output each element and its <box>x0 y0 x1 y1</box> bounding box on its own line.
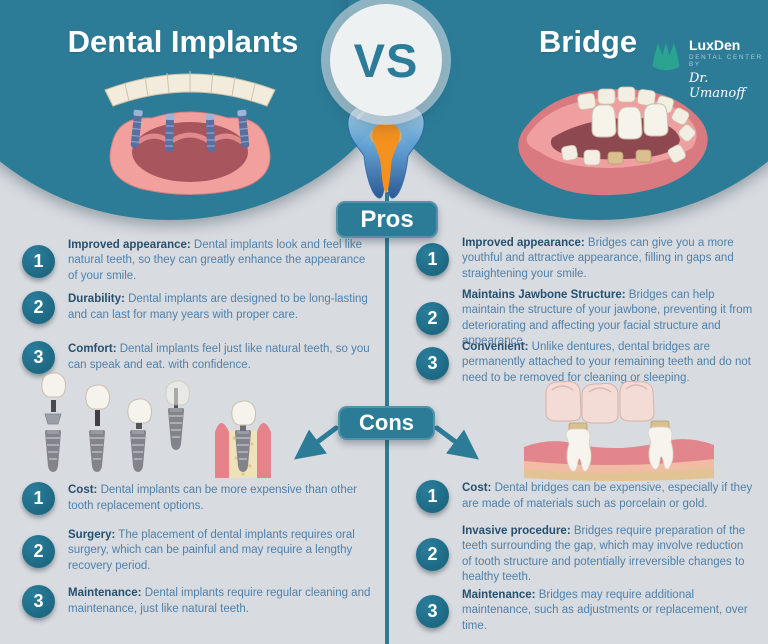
pros-implants-item-1: 1 Improved appearance: Dental implants l… <box>22 238 374 284</box>
cons-badge: Cons <box>338 406 435 440</box>
item-number: 2 <box>22 291 55 324</box>
item-number: 2 <box>416 538 449 572</box>
item-number: 1 <box>416 480 449 513</box>
pros-bridge-item-2: 2 Maintains Jawbone Structure: Bridges c… <box>416 288 754 350</box>
pros-implants-item-3: 3 Comfort: Dental implants feel just lik… <box>22 341 374 374</box>
brand-tagline: DENTAL CENTER BY <box>689 54 763 69</box>
bridge-crowns-illustration <box>516 377 723 481</box>
pros-implants-item-2: 2 Durability: Dental implants are design… <box>22 291 374 324</box>
left-title: Dental Implants <box>67 24 299 59</box>
item-text: Improved appearance: Bridges can give yo… <box>462 237 734 280</box>
item-text: Convenient: Unlike dentures, dental brid… <box>462 341 751 384</box>
pros-bridge-item-1: 1 Improved appearance: Bridges can give … <box>416 236 754 282</box>
pros-bridge-item-3: 3 Convenient: Unlike dentures, dental br… <box>416 340 754 386</box>
cons-bridge-item-1: 1 Cost: Dental bridges can be expensive,… <box>416 480 754 513</box>
item-number: 1 <box>22 244 55 278</box>
cons-arrows <box>294 425 479 460</box>
item-text: Invasive procedure: Bridges require prep… <box>462 525 746 584</box>
item-text: Maintains Jawbone Structure: Bridges can… <box>462 289 753 348</box>
cons-bridge-item-2: 2 Invasive procedure: Bridges require pr… <box>416 524 754 586</box>
item-text: Maintenance: Dental implants require reg… <box>68 587 371 615</box>
item-number: 3 <box>22 341 55 374</box>
vs-badge: VS <box>330 4 442 116</box>
item-number: 3 <box>22 585 55 618</box>
item-number: 3 <box>416 594 449 628</box>
item-text: Maintenance: Bridges may require additio… <box>462 589 748 632</box>
item-number: 3 <box>416 346 449 380</box>
right-title: Bridge <box>538 24 638 59</box>
cons-implants-item-3: 3 Maintenance: Dental implants require r… <box>22 585 374 618</box>
cons-bridge-item-3: 3 Maintenance: Bridges may require addit… <box>416 588 754 634</box>
cons-implants-item-2: 2 Surgery: The placement of dental impla… <box>22 528 374 574</box>
brand-name: LuxDen <box>689 37 741 53</box>
item-number: 2 <box>22 534 55 568</box>
crown-icon <box>650 38 682 79</box>
cons-implants-item-1: 1 Cost: Dental implants can be more expe… <box>22 482 374 515</box>
doctor-name: Dr. Umanoff <box>689 71 746 101</box>
xray-tooth-illustration <box>338 98 434 204</box>
item-text: Cost: Dental bridges can be expensive, e… <box>462 482 753 510</box>
luxden-logo: LuxDen DENTAL CENTER BY Dr. Umanoff <box>650 37 768 101</box>
bridge-jaw-illustration <box>492 54 720 202</box>
item-number: 1 <box>22 482 55 515</box>
item-text: Durability: Dental implants are designed… <box>68 293 368 321</box>
item-number: 2 <box>416 302 449 336</box>
item-text: Cost: Dental implants can be more expens… <box>68 484 357 512</box>
pros-badge: Pros <box>336 201 438 238</box>
item-number: 1 <box>416 242 449 276</box>
item-text: Improved appearance: Dental implants loo… <box>68 239 366 282</box>
item-text: Surgery: The placement of dental implant… <box>68 529 355 572</box>
item-text: Comfort: Dental implants feel just like … <box>68 343 370 371</box>
implant-stages-illustration <box>33 372 291 480</box>
implant-denture-illustration <box>80 56 300 198</box>
